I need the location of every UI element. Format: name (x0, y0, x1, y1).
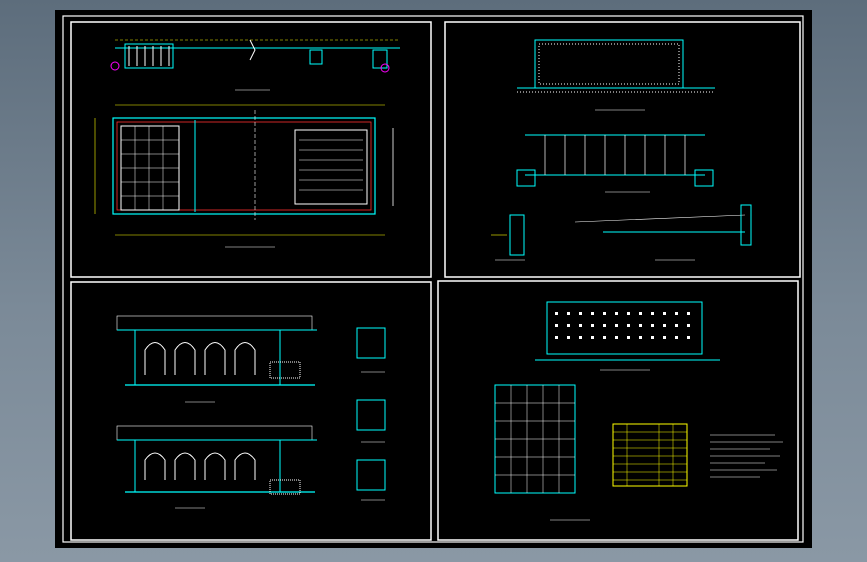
filter-section (535, 301, 720, 371)
filter-plan (494, 384, 590, 521)
sheet-top-left[interactable] (70, 21, 432, 278)
drawing-canvas[interactable] (55, 10, 812, 548)
sheet-border (70, 21, 432, 278)
section-strip (110, 39, 400, 91)
sheet-border (444, 21, 801, 278)
tank-section-lower (116, 425, 317, 509)
tank-section-upper (116, 315, 317, 403)
sheet-bottom-right[interactable] (437, 280, 799, 541)
sheet-border (70, 281, 432, 541)
notes-block (710, 434, 783, 478)
detail-column (356, 327, 386, 501)
sheet-bottom-left[interactable] (70, 281, 432, 541)
detail-views (491, 204, 752, 261)
elevation-view (516, 134, 714, 193)
material-table (612, 423, 688, 487)
cad-drawing[interactable] (55, 10, 812, 548)
sheet-border (437, 280, 799, 541)
plan-view (94, 104, 394, 248)
outer-frame (62, 15, 804, 543)
sheet-top-right[interactable] (444, 21, 801, 278)
cross-section-top (517, 39, 715, 111)
